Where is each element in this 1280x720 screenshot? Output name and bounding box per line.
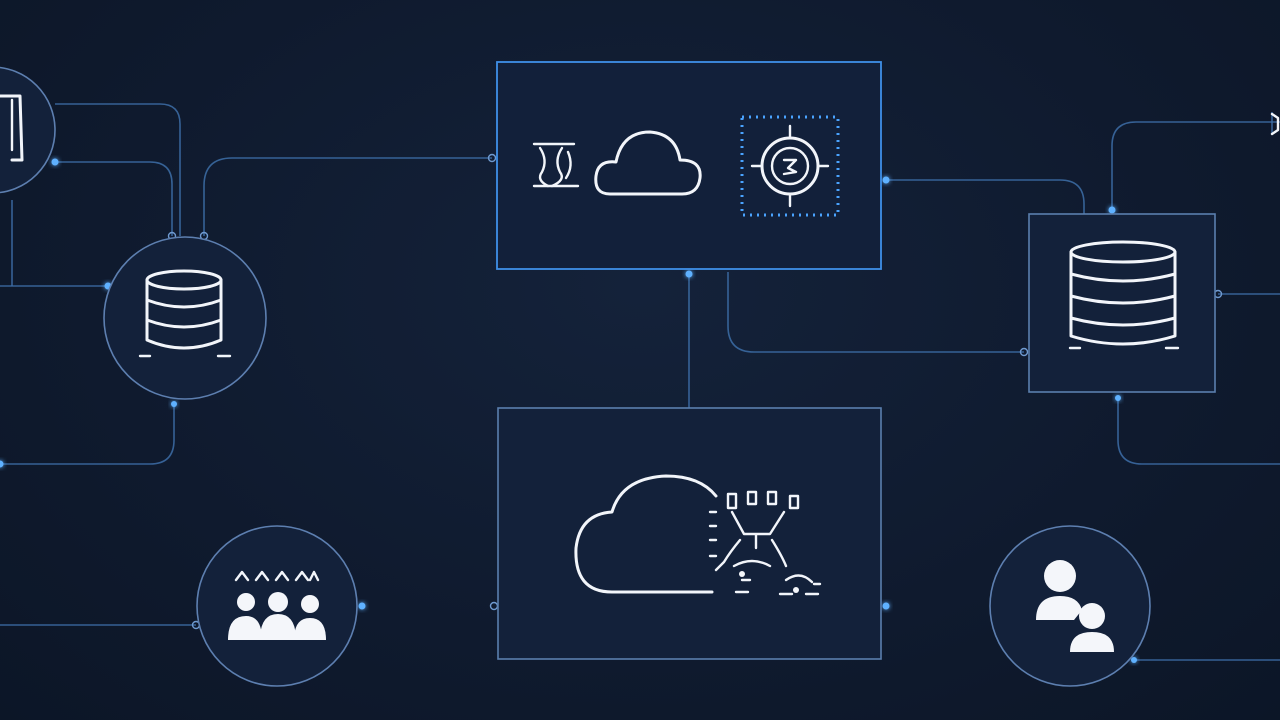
port-dot [1115,395,1121,401]
database-icon [138,269,232,358]
antenna-icon [532,142,580,188]
connection-lines [0,103,1280,661]
chip-core [770,146,810,186]
port-dot [882,176,890,184]
user-group-node [196,525,358,687]
wire-top-panel-to-right-db [886,179,1085,214]
left-database-circle [103,236,267,400]
user-group-icon [228,570,326,640]
cloud-icon [574,474,718,594]
database-icon [1068,240,1180,350]
port-ring [487,153,497,163]
device-node [0,66,56,194]
bottom-panel-frame [497,407,882,660]
left-database-node [103,236,267,400]
right-database-node [1028,213,1216,393]
port-dot [882,602,890,610]
network-cluster-icon [708,490,822,596]
cloud-icon [594,130,702,196]
port-dot [685,270,693,278]
port-dot [358,602,366,610]
port-dot [171,401,177,407]
wire-top-panel-down-right [727,272,1024,353]
bottom-center-panel [497,407,882,660]
chip-icon [740,115,840,217]
wire-right-db-bottom [1117,396,1280,465]
port-ring [1019,347,1029,357]
wire-device-to-db [55,161,173,236]
wire-db-to-top-panel [203,157,492,236]
top-center-panel [496,61,882,270]
wire-device-upper [55,103,181,236]
port-dot [51,158,59,166]
device-icon [0,94,24,162]
port-dot [1108,206,1116,214]
wire-right-db-up [1111,121,1280,214]
device-node-circle [0,66,56,194]
users-icon [1036,560,1114,652]
port-dot [1131,657,1137,663]
port-dot [0,460,4,468]
edge-connector-icon [1270,112,1280,136]
users-node [989,525,1151,687]
wire-db-bottom-loop [0,402,175,465]
